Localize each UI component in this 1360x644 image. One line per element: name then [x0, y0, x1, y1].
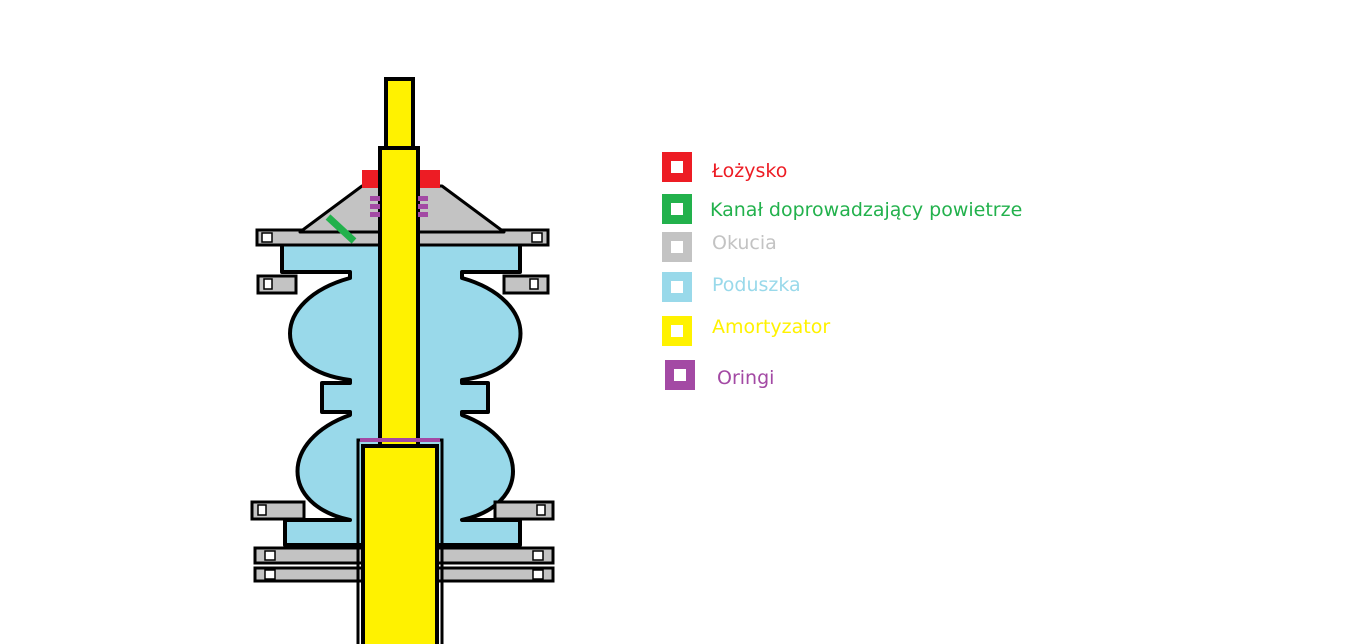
- air-channel-swatch: [662, 194, 692, 224]
- legend-label: Kanał doprowadzający powietrze: [710, 199, 1023, 221]
- shock-absorber: [361, 77, 439, 644]
- air-channel: [325, 214, 357, 244]
- bearing: [362, 170, 440, 188]
- legend-label: Łożysko: [712, 160, 788, 182]
- shock-absorber-swatch: [662, 316, 692, 346]
- fittings-swatch: [662, 232, 692, 262]
- legend-label: Amortyzator: [712, 316, 831, 338]
- legend-label: Poduszka: [712, 274, 801, 296]
- legend-label: Oringi: [717, 367, 775, 389]
- o-rings-swatch: [665, 360, 695, 390]
- bearing-swatch: [662, 152, 692, 182]
- cushion-swatch: [662, 272, 692, 302]
- side-fittings: [250, 274, 555, 521]
- legend-label: Okucia: [712, 232, 777, 254]
- o-rings: [360, 196, 440, 442]
